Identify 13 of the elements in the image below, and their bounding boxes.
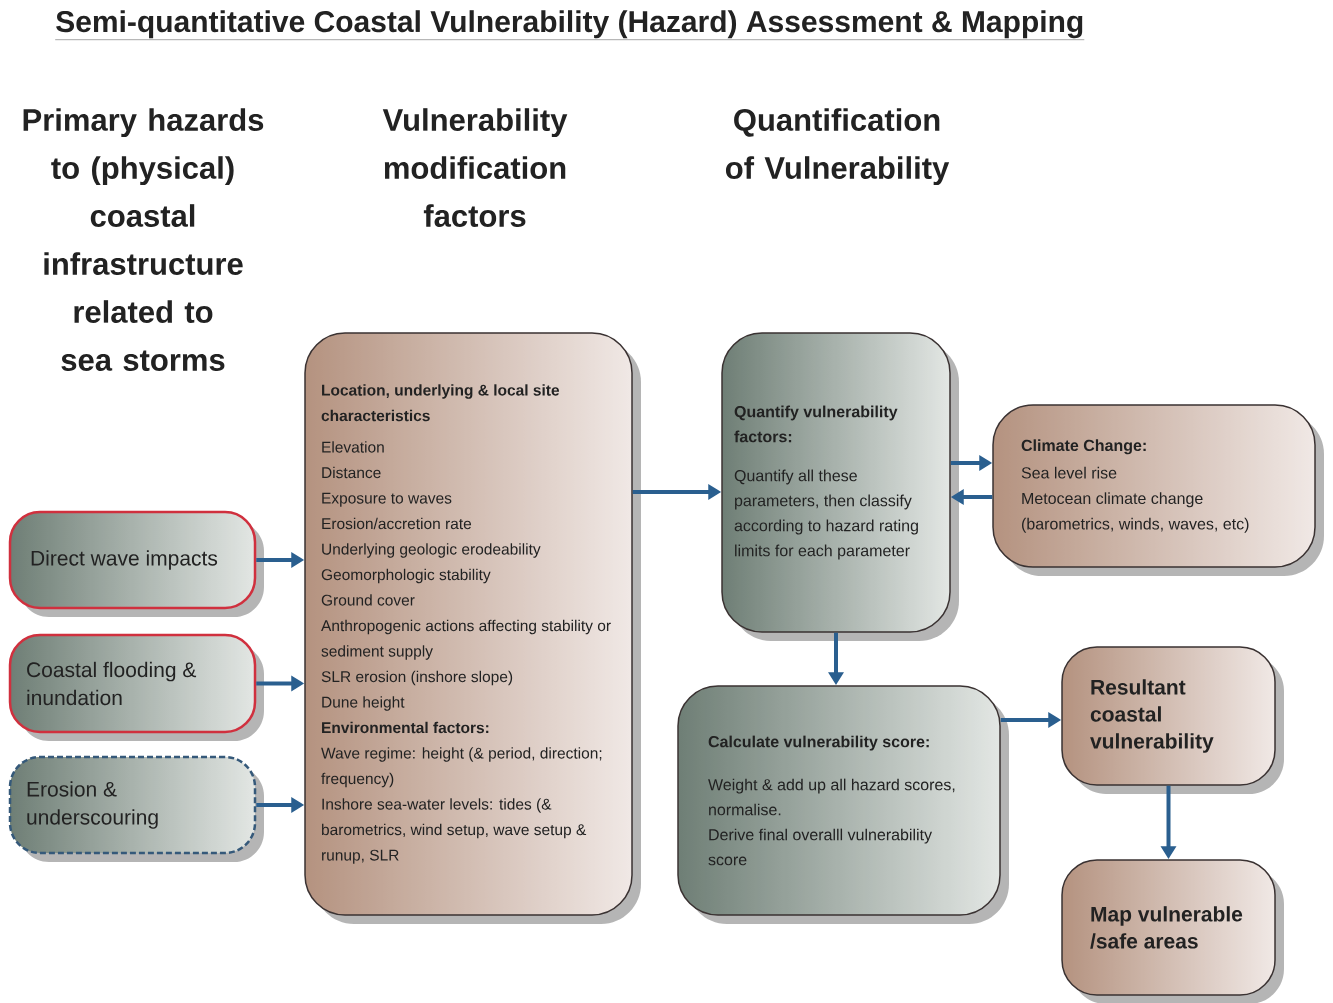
column-heading: Primary hazards to (physical) coastal infrastructure related to sea storms xyxy=(23,108,264,371)
column-heading: Quantification of Vulnerability xyxy=(725,108,950,186)
column-heading: Vulnerability modification factors xyxy=(382,108,568,227)
process-box: Climate Change: Sea level rise Metocean climate change (barometrics, winds, waves, etc) xyxy=(992,404,1324,576)
process-box: Quantify vulnerability factors: Quantify all these parameters, then classify according to hazard rating limits for each parameter xyxy=(721,332,959,641)
process-box: Direct wave impacts xyxy=(8,510,264,617)
process-box: Erosion & underscouring xyxy=(8,755,264,862)
process-box: Map vulnerable /safe areas xyxy=(1061,859,1284,1003)
process-box: Calculate vulnerability score: Weight & add up all hazard scores, normalise. Derive final overalll vulnerability score xyxy=(677,685,1009,924)
process-box: Coastal flooding & inundation xyxy=(8,633,264,741)
title: Semi-quantitative Coastal Vulnerability (Hazard) Assessment & Mapping xyxy=(55,10,1085,40)
process-box: Resultant coastal vulnerability xyxy=(1061,646,1284,794)
process-box: Location, underlying & local site characteristics Elevation Distance Exposure to waves Erosion/accretion rate Underlying geologic erodeability Geomorphologic stability Ground cover Anthropogenic actions affecting stability or sediment supply SLR erosion (inshore slope) Dune height Environmental factors: Wave regime: height (& period, direction; frequency) Inshore sea-water levels: tides (& barometrics, wind setup, wave setup & runup, SLR xyxy=(304,332,641,924)
